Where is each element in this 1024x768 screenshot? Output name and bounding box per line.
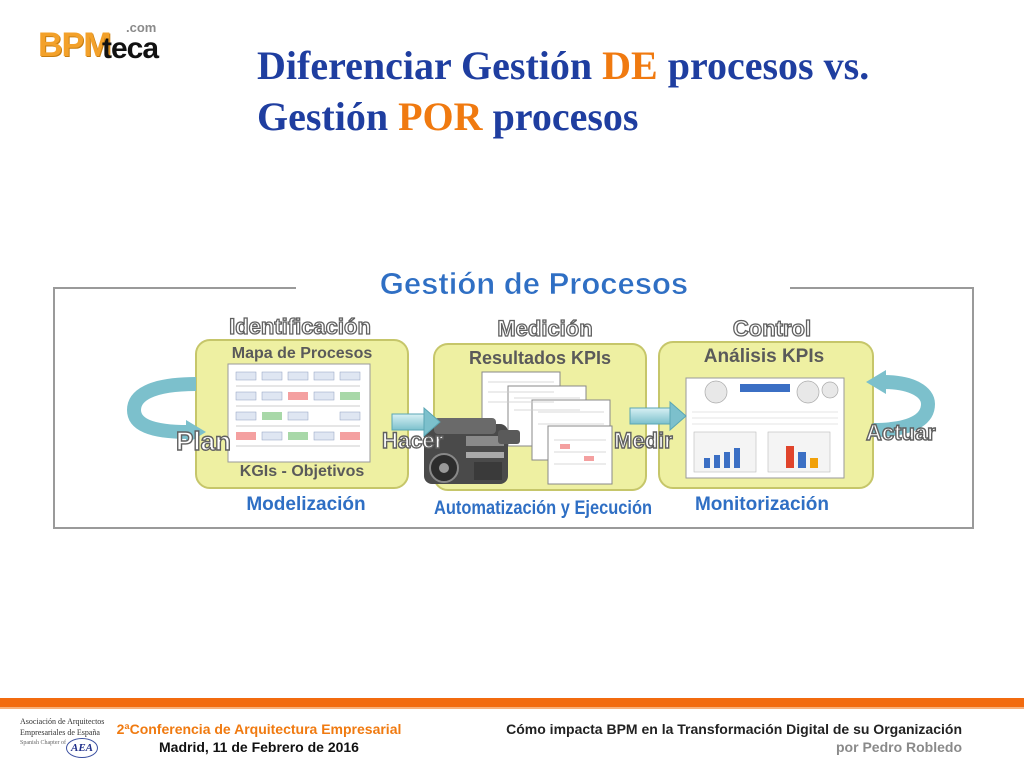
title-highlight-de: DE — [602, 43, 658, 88]
logo-teca: teca — [102, 32, 159, 65]
stage-footer-automatizacion: Automatización y Ejecución — [434, 498, 652, 519]
slide-title: Diferenciar Gestión DE procesos vs. Gest… — [257, 40, 997, 142]
stage-label-medicion: Medición — [497, 316, 592, 341]
process-map-thumbnail — [227, 363, 371, 463]
title-highlight-por: POR — [398, 94, 483, 139]
conference-date: Madrid, 11 de Febrero de 2016 — [159, 739, 359, 755]
talk-author: por Pedro Robledo — [836, 739, 962, 755]
diagram-heading: Gestión de Procesos — [380, 266, 688, 301]
stage-label-control: Control — [733, 316, 811, 341]
stage-label-identificacion: Identificación — [229, 314, 371, 339]
assoc-line-2: Empresariales de España — [20, 728, 100, 737]
step-label-medir: Medir — [614, 428, 673, 453]
stage-footer-monitorizacion: Monitorización — [695, 494, 829, 515]
conference-name: 2ªConferencia de Arquitectura Empresaria… — [116, 721, 402, 737]
talk-info: Cómo impacta BPM en la Transformación Di… — [442, 720, 962, 756]
logo-bpm: BPM — [38, 26, 112, 64]
flow-arrow-hacer — [391, 406, 441, 438]
panel-title-mapa-procesos: Mapa de Procesos — [232, 345, 373, 362]
panel-title-resultados-kpis: Resultados KPIs — [469, 348, 611, 368]
talk-title: Cómo impacta BPM en la Transformación Di… — [506, 721, 962, 737]
panel-bottom-kgis: KGIs - Objetivos — [240, 463, 365, 480]
dashboard-thumbnail — [685, 377, 845, 479]
assoc-line-3: Spanish Chapter of — [20, 740, 66, 746]
aea-logo-mark: AEA — [66, 738, 98, 758]
title-line-2: Gestión POR procesos — [257, 94, 639, 139]
aea-association-logo: Asociación de Arquitectos Empresariales … — [20, 716, 116, 762]
step-label-hacer: Hacer — [382, 428, 444, 453]
engine-icon — [424, 418, 520, 484]
title-line-1: Diferenciar Gestión DE procesos vs. — [257, 43, 870, 88]
footer-bar — [0, 698, 1024, 707]
logo-com: .com — [126, 20, 157, 35]
actuar-cycle-arrow — [872, 375, 936, 437]
flow-arrow-medir — [629, 400, 687, 432]
panel-title-analisis-kpis: Análisis KPIs — [704, 346, 824, 367]
step-label-actuar: Actuar — [866, 420, 936, 445]
conference-info: 2ªConferencia de Arquitectura Empresaria… — [114, 720, 404, 756]
plan-cycle-arrow — [126, 377, 197, 439]
bpmteca-logo: .com BPM teca — [38, 18, 178, 68]
stage-footer-modelizacion: Modelización — [246, 494, 365, 515]
kpi-report-stack — [481, 371, 613, 485]
footer-bar-accent — [0, 707, 1024, 709]
assoc-line-1: Asociación de Arquitectos — [20, 717, 105, 726]
step-label-plan: Plan — [176, 426, 231, 456]
